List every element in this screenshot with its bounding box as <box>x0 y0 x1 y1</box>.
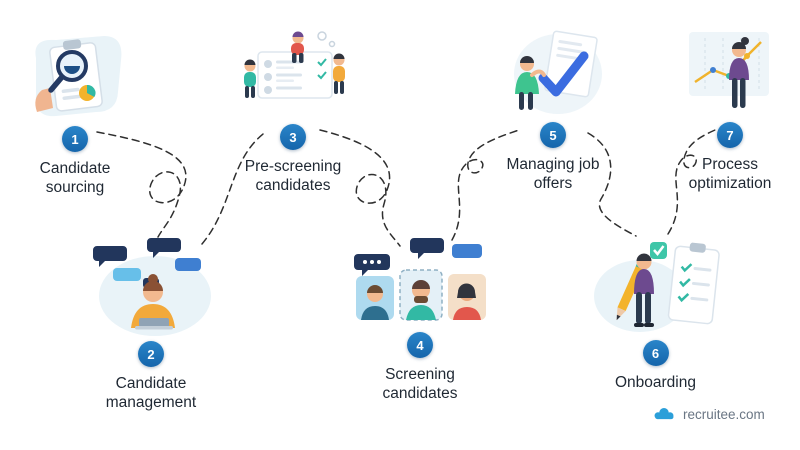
candidate-avatars-chat-illustration <box>350 236 490 328</box>
step-number: 1 <box>71 131 79 147</box>
step-label: Candidate sourcing <box>39 160 111 197</box>
step-label: Candidate management <box>105 375 197 412</box>
pencil-checklist-illustration <box>588 238 723 336</box>
step-badge: 7 <box>717 122 743 148</box>
step-badge: 3 <box>280 124 306 150</box>
brand: recruitee.com <box>652 406 765 422</box>
step-number: 4 <box>416 337 424 353</box>
step-number: 6 <box>651 345 660 361</box>
step-label: Onboarding <box>614 374 696 391</box>
clipboard-magnifier-illustration <box>20 32 130 122</box>
growth-chart-illustration <box>683 28 778 118</box>
step-badge: 1 <box>62 126 88 152</box>
step-managing-job-offers: 5 Managing job offers <box>486 30 620 194</box>
recruitee-logo-icon <box>652 406 676 422</box>
brand-name: recruitee.com <box>683 406 765 422</box>
step-label: Pre-screening candidates <box>244 158 342 195</box>
step-pre-screening-candidates: 3 Pre-screening candidates <box>226 28 360 196</box>
step-onboarding: 6 Onboarding <box>588 238 723 392</box>
step-label: Process optimization <box>688 156 772 193</box>
person-laptop-chat-illustration <box>89 232 214 337</box>
offer-checkmark-illustration <box>503 30 603 118</box>
step-number: 7 <box>726 127 734 143</box>
team-checklist-illustration <box>236 28 351 120</box>
step-screening-candidates: 4 Screening candidates <box>350 236 490 404</box>
step-candidate-management: 2 Candidate management <box>84 232 218 413</box>
step-label: Screening candidates <box>382 366 458 403</box>
step-number: 2 <box>147 346 155 362</box>
step-process-optimization: 7 Process optimization <box>663 28 797 194</box>
step-candidate-sourcing: 1 Candidate sourcing <box>8 32 142 198</box>
step-number: 5 <box>549 127 557 143</box>
step-badge: 4 <box>407 332 433 358</box>
step-badge: 6 <box>642 340 669 366</box>
step-badge: 5 <box>540 122 566 148</box>
step-label: Managing job offers <box>506 156 600 193</box>
step-badge: 2 <box>138 341 164 367</box>
step-number: 3 <box>289 129 297 145</box>
